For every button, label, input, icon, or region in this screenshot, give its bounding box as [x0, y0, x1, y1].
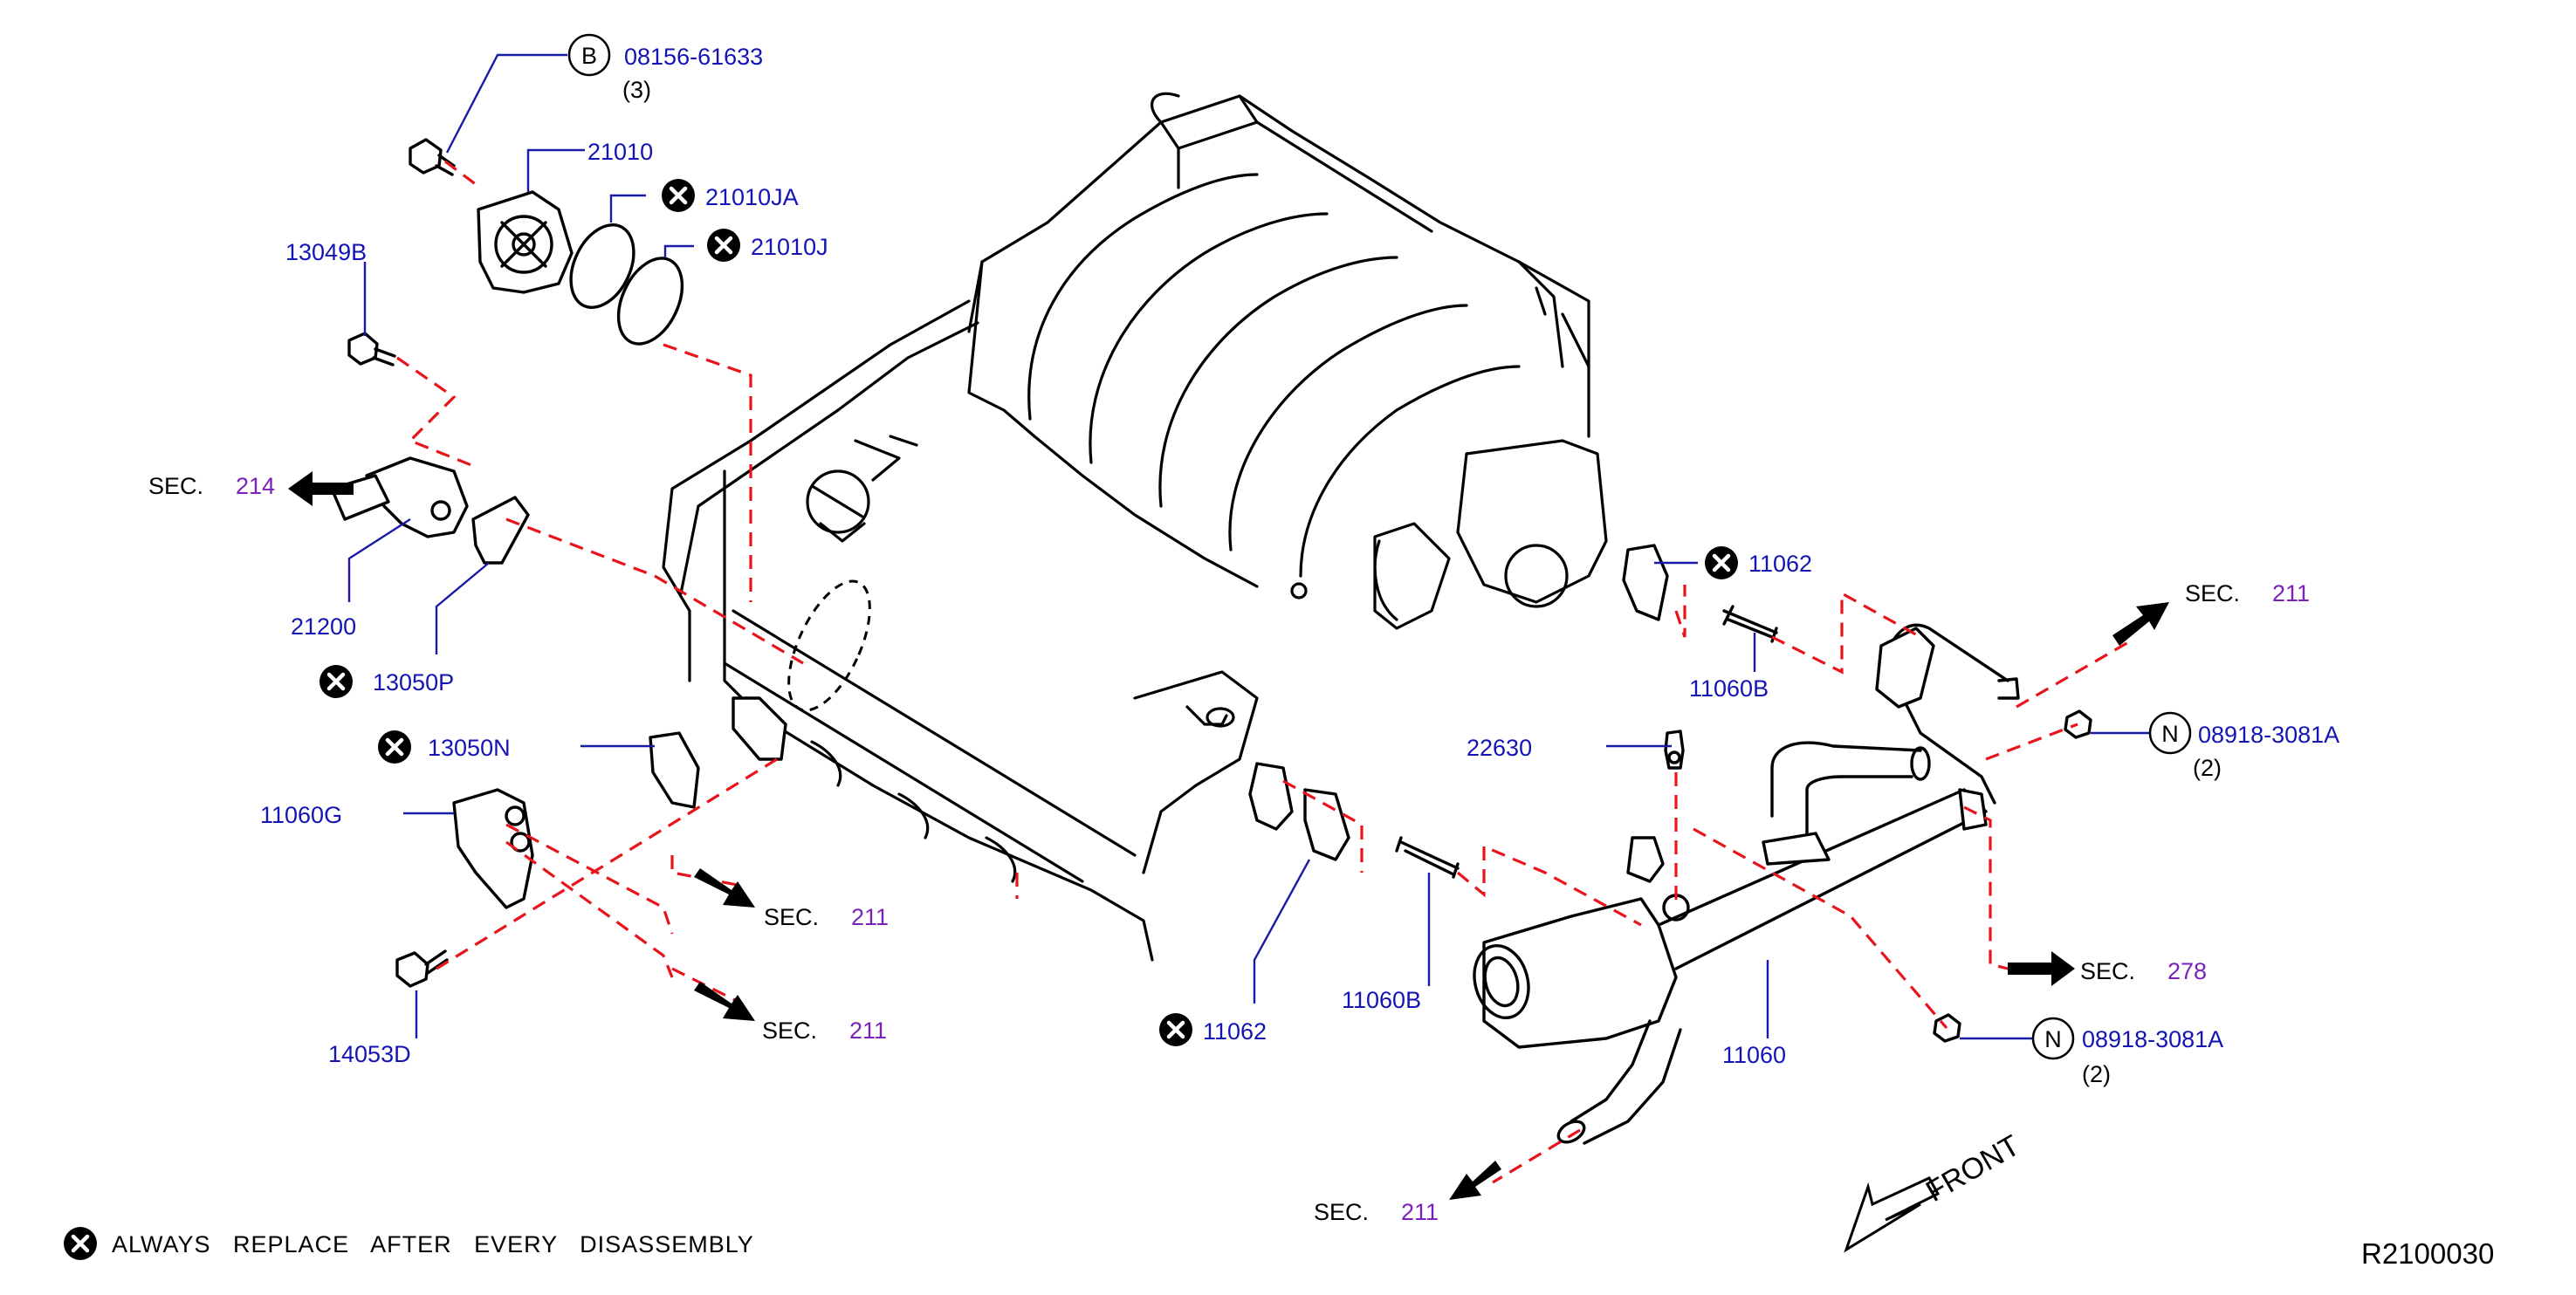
- sec-211-left-upper: 211: [851, 904, 889, 930]
- label-08918-bottom-qty: (2): [2082, 1061, 2111, 1087]
- circled-x-icon: [662, 179, 695, 212]
- arrow-icon: [694, 982, 755, 1021]
- arrow-icon: [2112, 602, 2169, 646]
- circled-x-icon: [64, 1227, 97, 1260]
- label-13049B: 13049B: [285, 239, 367, 265]
- label-21010J: 21010J: [751, 234, 828, 260]
- section-arrows: [288, 471, 2169, 1200]
- o-ring-21010J: [616, 257, 684, 346]
- circled-b-icon: B: [567, 33, 611, 77]
- label-11062-bottom: 11062: [1203, 1018, 1267, 1045]
- label-21010: 21010: [587, 139, 653, 165]
- assembly-lines: [396, 160, 2131, 1184]
- sec-label: SEC.: [2185, 580, 2240, 606]
- circled-x-icon: [1159, 1013, 1192, 1046]
- leader-lines: [347, 53, 2152, 1040]
- label-13050P: 13050P: [373, 669, 454, 695]
- sec-label: SEC.: [764, 904, 819, 930]
- circled-n-icon: N: [2031, 1017, 2075, 1060]
- sec-214: 214: [236, 473, 275, 499]
- front-arrow-icon: [1844, 1176, 1941, 1253]
- circled-x-icon: [378, 730, 411, 764]
- part-labels: 08156-61633 (3) 21010 21010JA 21010J 130…: [260, 44, 2339, 1087]
- sec-278: 278: [2167, 958, 2207, 984]
- engine-assembly: [662, 92, 1608, 962]
- gasket-11062-bottom-2: [1303, 788, 1350, 861]
- circled-n-icon: N: [2148, 711, 2192, 755]
- stud-11060B-bottom: [1395, 836, 1460, 879]
- label-14053D: 14053D: [328, 1041, 411, 1067]
- sec-211-right-top: 211: [2272, 580, 2310, 606]
- label-11060: 11060: [1722, 1042, 1786, 1068]
- svg-text:N: N: [2044, 1026, 2062, 1052]
- water-outlet-11060G: [452, 788, 534, 909]
- legend-note: ALWAYS REPLACE AFTER EVERY DISASSEMBLY: [112, 1231, 754, 1257]
- sec-211-bottom: 211: [1401, 1199, 1439, 1225]
- front-label: FRONT: [1920, 1128, 2025, 1208]
- diagram-code: R2100030: [2361, 1237, 2494, 1270]
- label-22630: 22630: [1467, 735, 1532, 761]
- label-08156: 08156-61633: [624, 44, 763, 70]
- o-ring-21010JA: [569, 223, 635, 309]
- sec-label: SEC.: [148, 473, 203, 499]
- gasket-11062-top: [1622, 544, 1669, 621]
- stud-11060B-top: [1722, 605, 1778, 643]
- label-08156-qty: (3): [622, 77, 651, 103]
- nut-08918-bottom: [1933, 1013, 1961, 1043]
- circled-x-icon: [319, 665, 353, 698]
- arrow-icon: [2008, 951, 2075, 986]
- circled-x-icon: [1705, 546, 1738, 579]
- water-pump-21010: [477, 190, 574, 294]
- temperature-sensor-22630: [1664, 730, 1685, 770]
- bolt-14053D: [395, 949, 449, 988]
- label-11060B-bottom: 11060B: [1342, 987, 1421, 1013]
- label-13050N: 13050N: [428, 735, 511, 761]
- nut-08918-top: [2064, 709, 2092, 739]
- label-08918-bottom: 08918-3081A: [2082, 1026, 2223, 1052]
- label-11062-top: 11062: [1748, 551, 1812, 577]
- sec-211-left-lower: 211: [849, 1018, 887, 1044]
- label-08918-top: 08918-3081A: [2198, 722, 2339, 748]
- label-11060G: 11060G: [260, 802, 342, 828]
- bolt-08156: [409, 138, 456, 176]
- sec-label: SEC.: [762, 1018, 817, 1044]
- circled-x-icon: [707, 229, 740, 262]
- gasket-block: [732, 696, 787, 761]
- sec-label: SEC.: [1314, 1199, 1369, 1225]
- arrow-icon: [1449, 1161, 1501, 1200]
- gasket-11062-bottom: [1248, 762, 1294, 831]
- sec-label: SEC.: [2080, 958, 2135, 984]
- label-21200: 21200: [291, 613, 356, 640]
- svg-text:N: N: [2161, 721, 2179, 747]
- arrow-icon: [694, 868, 755, 908]
- label-08918-top-qty: (2): [2193, 755, 2222, 781]
- water-pipe-11060: [1473, 623, 2020, 1145]
- label-11060B-top: 11060B: [1689, 675, 1769, 702]
- bolt-13049B: [347, 332, 396, 367]
- arrow-icon: [288, 471, 354, 506]
- svg-text:B: B: [581, 43, 597, 69]
- gasket-13050P: [471, 496, 530, 565]
- gasket-13050N: [649, 731, 700, 809]
- label-21010JA: 21010JA: [705, 184, 799, 210]
- thermostat-housing-21200: [330, 456, 469, 538]
- section-references: SEC. 214 SEC. 211 SEC. 211 SEC. 211 SEC.…: [148, 473, 2310, 1225]
